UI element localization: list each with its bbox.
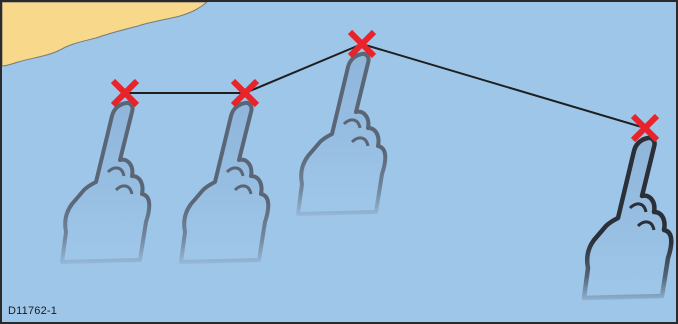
figure-id-label: D11762-1 xyxy=(8,305,57,317)
